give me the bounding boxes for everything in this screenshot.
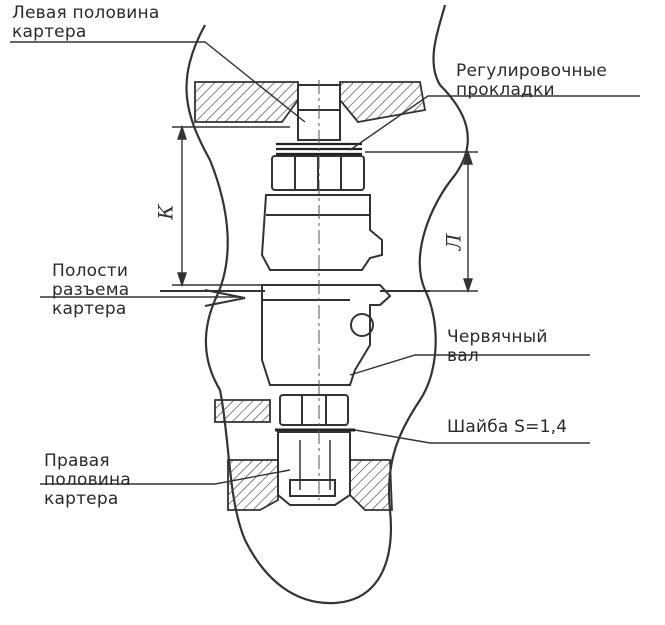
label-right-half-line2: половина xyxy=(44,470,131,490)
label-cavities-line2: разъема xyxy=(52,280,130,300)
label-cavities: Полости разъема картера xyxy=(52,262,129,319)
label-left-half: Левая половина картера xyxy=(12,4,160,42)
label-cavities-line1: Полости xyxy=(52,261,129,281)
label-shims-line2: прокладки xyxy=(456,80,555,100)
left-lug xyxy=(214,399,271,423)
label-washer: Шайба S=1,4 xyxy=(447,418,567,437)
crankcase-outline xyxy=(185,4,469,605)
label-right-half: Правая половина картера xyxy=(44,452,131,509)
label-left-half-line2: картера xyxy=(12,22,87,42)
dimension-l xyxy=(365,149,478,294)
right-half-flange xyxy=(227,431,393,511)
label-right-half-line1: Правая xyxy=(44,451,110,471)
lower-nut xyxy=(279,394,349,426)
worm-shaft-body xyxy=(261,284,392,386)
label-worm-shaft-line1: Червячный xyxy=(447,327,548,347)
label-right-half-line3: картера xyxy=(44,489,119,509)
label-left-half-line1: Левая половина xyxy=(12,3,160,23)
dimension-l-label: Л xyxy=(441,233,466,251)
upper-bearing xyxy=(260,194,383,271)
left-half-flange xyxy=(194,81,427,123)
label-shims: Регулировочные прокладки xyxy=(456,62,607,100)
label-cavities-line3: картера xyxy=(52,299,127,319)
leader-lines xyxy=(10,41,640,485)
label-washer-text: Шайба S=1,4 xyxy=(447,417,568,437)
cavity-parting-line xyxy=(160,289,430,307)
dimension-k xyxy=(172,124,290,288)
castellated-nut xyxy=(271,155,365,191)
dimension-k-label: К xyxy=(153,204,178,220)
label-worm-shaft-line2: вал xyxy=(447,346,479,366)
label-shims-line1: Регулировочные xyxy=(456,61,608,81)
label-worm-shaft: Червячный вал xyxy=(447,328,548,366)
